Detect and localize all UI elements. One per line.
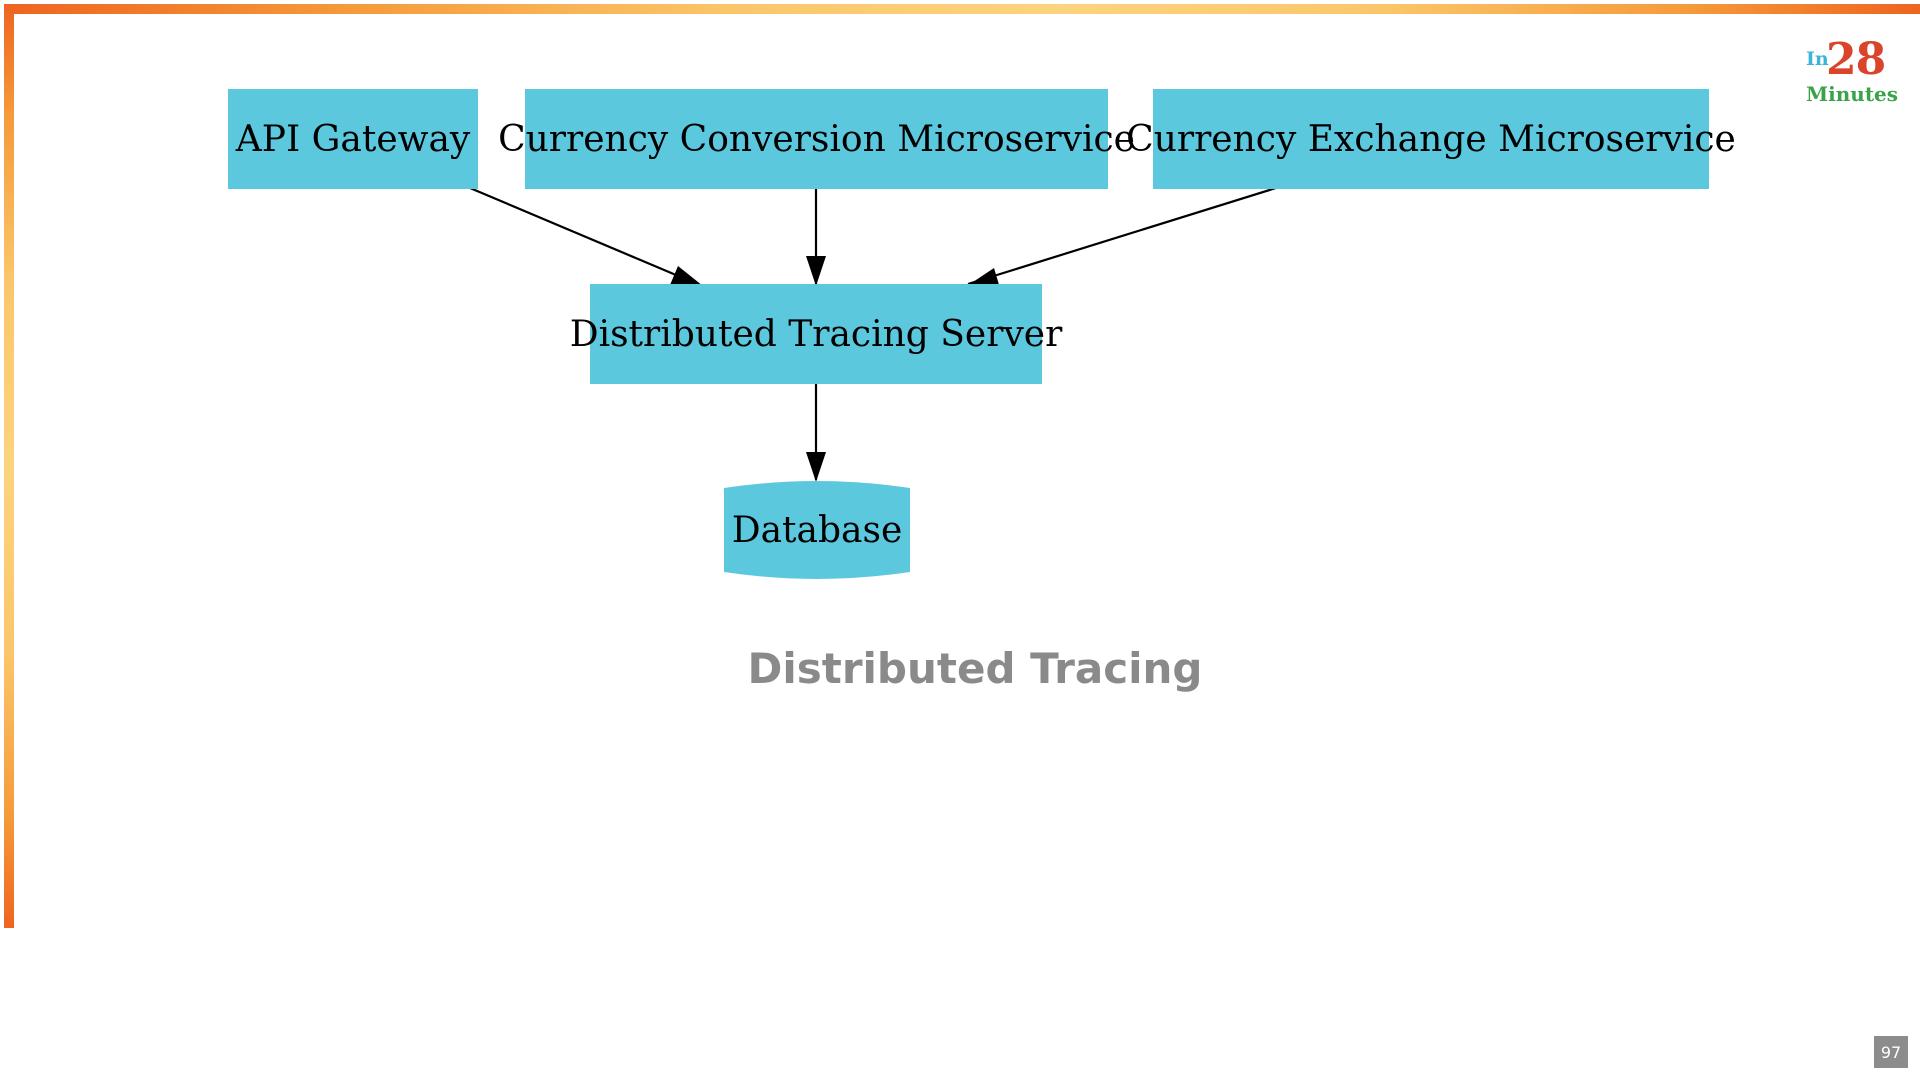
node-api-gateway-label: API Gateway xyxy=(235,118,471,160)
node-currency-conversion-label: Currency Conversion Microservice xyxy=(498,118,1135,160)
node-currency-exchange-label: Currency Exchange Microservice xyxy=(1126,118,1736,160)
node-database-label: Database xyxy=(731,509,903,551)
edge-currency-exchange-to-tracing-server xyxy=(967,186,1277,286)
node-tracing-server-label: Distributed Tracing Server xyxy=(569,313,1063,355)
arrowhead-api-gateway xyxy=(670,266,703,286)
arrowhead-currency-exchange xyxy=(967,268,1000,288)
slide-frame-left-border xyxy=(4,4,14,928)
edge-api-gateway-to-tracing-server xyxy=(469,186,703,288)
node-currency-exchange-microservice: Currency Exchange Microservice xyxy=(1126,89,1736,189)
slide-caption: Distributed Tracing xyxy=(747,644,1203,693)
in28minutes-logo: In 28 Minutes xyxy=(1800,34,1900,106)
arrowhead-currency-conversion xyxy=(806,256,826,286)
node-database: Database xyxy=(724,480,910,580)
node-distributed-tracing-server: Distributed Tracing Server xyxy=(570,284,1062,384)
node-api-gateway: API Gateway xyxy=(228,89,478,189)
logo-number: 28 xyxy=(1826,34,1886,85)
database-cylinder-shape xyxy=(724,481,910,579)
page-number-badge: 97 xyxy=(1874,1036,1908,1068)
slide-frame-top-border xyxy=(4,4,1920,14)
arrowhead-database xyxy=(806,452,826,482)
logo-prefix: In xyxy=(1806,48,1829,70)
node-currency-conversion-microservice: Currency Conversion Microservice xyxy=(498,89,1135,189)
logo-word: Minutes xyxy=(1806,82,1899,106)
